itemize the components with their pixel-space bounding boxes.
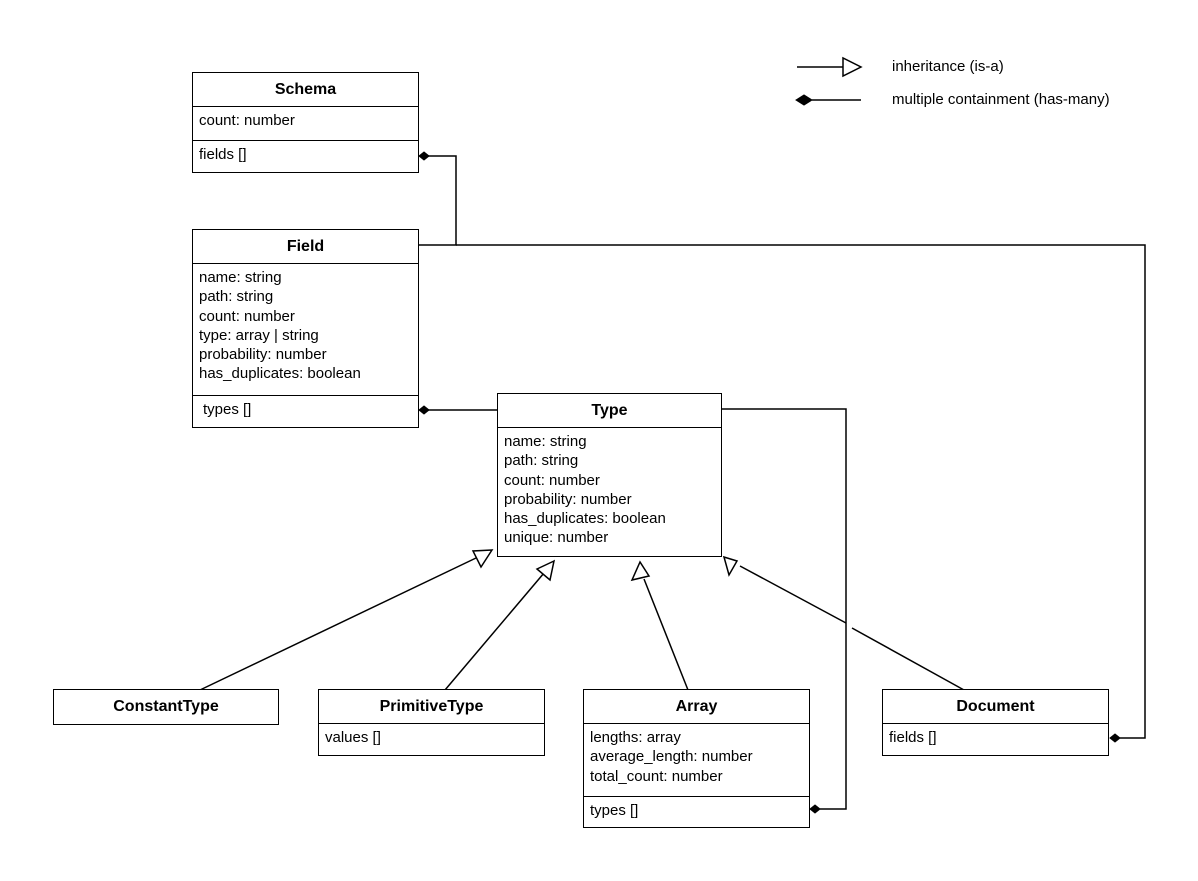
attribute: has_duplicates: boolean [199,365,361,383]
class-primitive-type: PrimitiveType values [] [318,689,545,756]
attribute: lengths: array [590,729,681,746]
document-inheritance-line-upper [739,565,847,624]
class-title: ConstantType [113,697,219,715]
constanttype-inheritance-line [199,557,477,691]
relation: fields [] [199,146,247,163]
class-title: Field [193,230,418,264]
legend-inheritance-arrowhead [842,56,863,78]
document-inheritance-line-lower [851,627,965,691]
attribute: type: array | string [199,326,319,344]
document-arrowhead [722,555,739,577]
primitivetype-inheritance-line [444,572,545,691]
relation: types [] [203,401,252,418]
array-arrowhead [630,560,651,582]
class-relations: types [] [584,796,809,820]
attribute: unique: number [504,529,609,547]
class-attributes: name: string path: string count: number … [498,428,721,548]
class-array: Array lengths: array average_length: num… [583,689,810,828]
class-type: Type name: string path: string count: nu… [497,393,722,557]
class-relations: values [] [319,724,544,747]
attribute: probability: number [504,490,632,508]
class-title: Array [584,690,809,724]
relation: types [] [590,802,639,819]
field-document-connector [456,244,1146,739]
legend-containment-diamond [795,94,813,106]
array-inheritance-line [643,578,689,691]
attribute: count: number [504,471,600,489]
class-relations: fields [] [883,724,1108,747]
attribute: has_duplicates: boolean [504,510,666,528]
legend-containment-label: multiple containment (has-many) [892,91,1110,108]
attribute: total_count: number [590,767,723,785]
class-title: Document [883,690,1108,724]
array-types-diamond [809,804,821,814]
attribute: path: string [199,288,274,306]
class-constant-type: ConstantType [53,689,279,725]
legend-inheritance-label: inheritance (is-a) [892,58,1004,75]
class-title: Type [498,394,721,428]
class-attributes: count: number [193,107,418,140]
class-title: Schema [193,73,418,107]
primitivetype-arrowhead [535,559,556,582]
class-title: PrimitiveType [319,690,544,724]
attribute: name: string [199,269,282,286]
schema-field-connector [419,155,457,246]
type-array-connector [721,408,847,810]
class-attributes: name: string path: string count: number … [193,264,418,395]
attribute: probability: number [199,346,327,364]
attribute: name: string [504,433,587,450]
class-relations: types [] [193,395,418,419]
class-field: Field name: string path: string count: n… [192,229,419,428]
attribute: count: number [199,112,295,129]
attribute: count: number [199,307,295,325]
relation: values [] [325,729,381,746]
relation: fields [] [889,729,937,746]
class-relations: fields [] [193,140,418,164]
class-schema: Schema count: number fields [] [192,72,419,173]
schema-fields-diamond [418,151,430,161]
attribute: path: string [504,452,579,470]
document-fields-diamond [1109,733,1121,743]
class-document: Document fields [] [882,689,1109,756]
class-attributes: lengths: array average_length: number to… [584,724,809,796]
attribute: average_length: number [590,748,753,766]
constanttype-arrowhead [471,549,494,569]
field-types-diamond [418,405,430,415]
